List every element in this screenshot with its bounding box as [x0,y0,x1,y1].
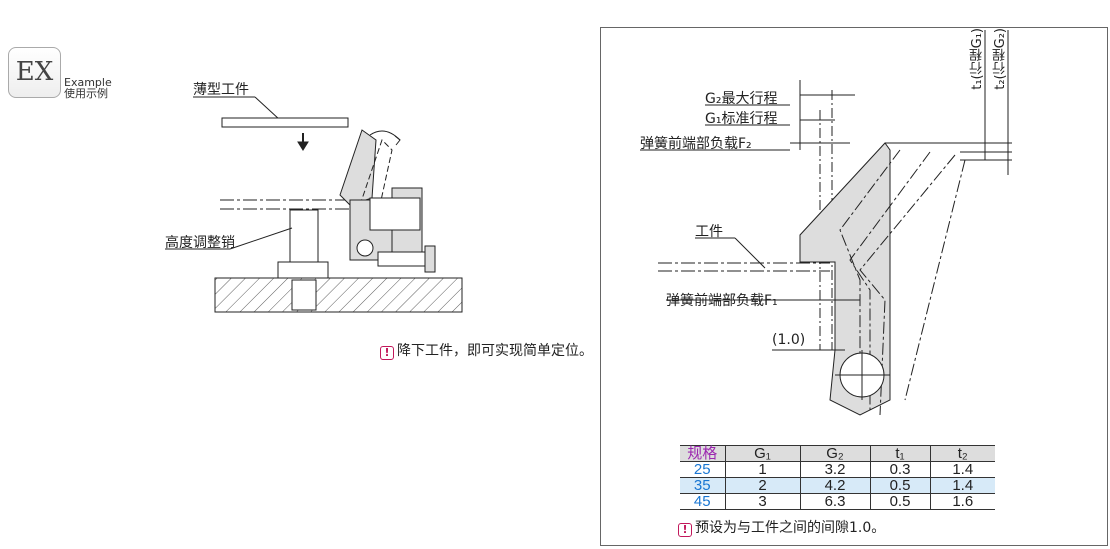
clamp-arm [799,142,891,416]
f1-label: 弹簧前端部负载F₁ [666,293,778,309]
cell: 6.3 [799,493,870,510]
g2-label: G₂最大行程 [705,91,778,107]
work-label: 工件 [695,224,723,240]
t1-label: t₁(行程G₁) [970,28,985,90]
cell: 0.5 [869,493,930,510]
header-t2: t₂ [929,445,995,462]
left-note-text: 降下工件，即可实现简单定位。 [397,343,593,359]
cell: 4.2 [799,477,870,494]
cell: 3 [724,493,800,510]
cell: 0.5 [869,477,930,494]
right-diagram [640,30,1012,416]
cell: 2 [724,477,800,494]
gap-label: (1.0) [772,332,806,348]
caption-cn: 使用示例 [64,87,108,100]
t2-label: t₂(行程G₂) [993,28,1008,90]
caption-en: Example [64,76,112,89]
left-diagram [165,96,463,313]
base-plate [214,277,463,313]
cell: 45 [680,493,725,510]
g1-label: G₁标准行程 [705,111,778,127]
header-g1: G₁ [724,445,800,462]
cell: 3.2 [799,461,870,478]
cell: 1 [724,461,800,478]
down-arrow-icon [297,141,309,151]
right-note: !预设为与工件之间的间隙1.0。 [678,517,885,537]
warning-icon: ! [380,346,394,360]
cell: 1.4 [929,461,995,478]
header-t1: t₁ [869,445,930,462]
header-g2: G₂ [799,445,870,462]
cell: 35 [680,477,725,494]
cell: 1.6 [929,493,995,510]
thin-workpiece [221,117,349,128]
right-panel [600,27,1108,546]
left-note: !降下工件，即可实现简单定位。 [380,340,593,360]
cell: 1.4 [929,477,995,494]
height-pin [289,209,319,263]
workpiece-label: 薄型工件 [193,82,249,98]
right-note-text: 预设为与工件之间的间隙1.0。 [695,520,886,536]
cell: 0.3 [869,461,930,478]
example-badge-logo: EX [8,47,61,98]
f2-label: 弹簧前端部负载F₂ [640,136,752,152]
warning-icon: ! [678,523,692,537]
pin-label: 高度调整销 [165,235,235,251]
header-spec: 规格 [680,445,725,462]
table-header: 规格 G₁ G₂ t₁ t₂ [680,445,995,462]
cell: 25 [680,461,725,478]
